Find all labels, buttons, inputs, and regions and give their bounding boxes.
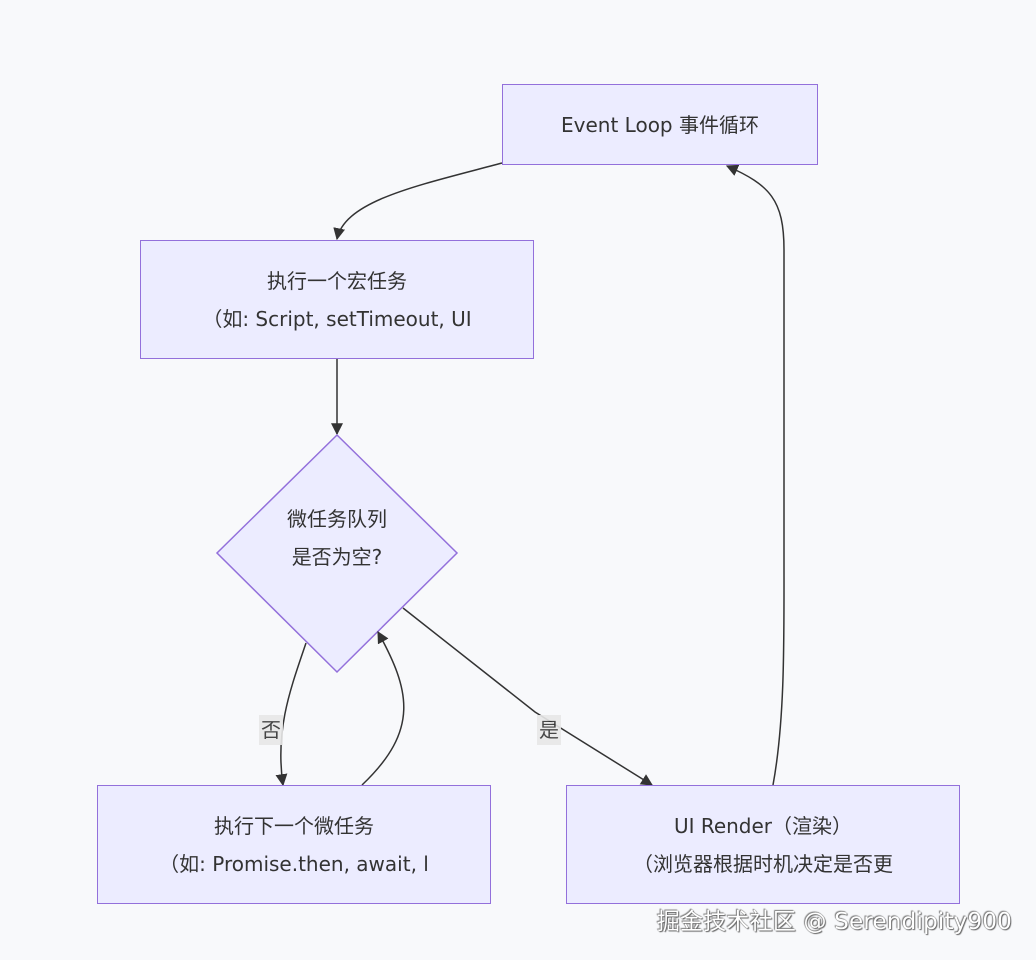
node-event-loop-label: Event Loop 事件循环	[561, 112, 759, 137]
node-decision-line-1: 微任务队列	[287, 507, 387, 531]
node-ui-render: UI Render（渲染） （浏览器根据时机决定是否更	[566, 785, 960, 904]
edge-decision-to-microtask	[275, 642, 307, 787]
edge-decision-to-uirender	[402, 607, 654, 786]
node-event-loop: Event Loop 事件循环	[502, 84, 818, 165]
node-micro-task: 执行下一个微任务 （如: Promise.then, await, l	[97, 785, 491, 904]
node-micro-task-title: 执行下一个微任务	[214, 813, 374, 838]
node-macro-task-detail: （如: Script, setTimeout, UI	[202, 306, 472, 331]
node-ui-render-detail: （浏览器根据时机决定是否更	[633, 851, 893, 876]
node-macro-task-title: 执行一个宏任务	[267, 268, 407, 293]
node-ui-render-title: UI Render（渲染）	[673, 813, 853, 838]
edge-uirender-to-eventloop	[725, 164, 785, 786]
node-macro-task: 执行一个宏任务 （如: Script, setTimeout, UI	[140, 240, 534, 359]
watermark: 掘金技术社区 @ Serendipity900	[656, 909, 1012, 935]
edge-label-no: 否	[259, 715, 283, 745]
node-decision-line-2: 是否为空?	[291, 545, 383, 569]
decision-diamond	[215, 433, 459, 674]
edge-microtask-to-decision	[361, 630, 405, 786]
node-decision: 微任务队列 是否为空?	[217, 500, 457, 576]
edge-label-yes: 是	[537, 715, 561, 745]
node-micro-task-detail: （如: Promise.then, await, l	[159, 851, 429, 876]
edge-eventloop-to-macrotask	[333, 162, 503, 241]
